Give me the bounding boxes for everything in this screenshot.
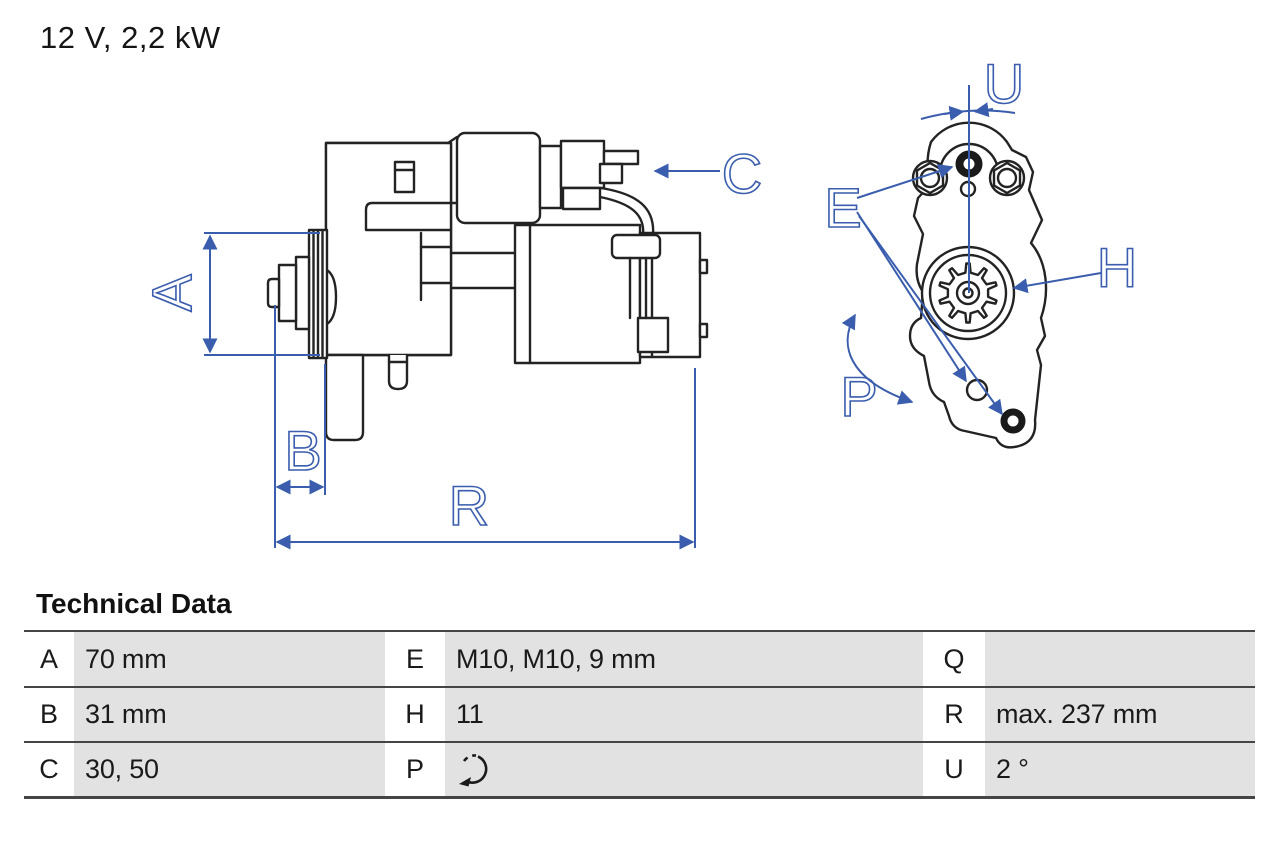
table-key-r: R	[944, 699, 964, 729]
table-value-a: 70 mm	[85, 643, 167, 674]
table-key-u: U	[944, 754, 964, 784]
table-key-e: E	[405, 643, 424, 674]
dim-label-e: E	[824, 176, 861, 239]
dim-label-h: H	[1097, 236, 1137, 299]
table-border-top	[24, 630, 1255, 632]
table-value-r: max. 237 mm	[996, 699, 1158, 729]
cell-bg	[74, 743, 385, 796]
table-key-h: H	[405, 699, 425, 729]
cell-bg	[445, 688, 923, 741]
starter-motor-front-view	[908, 121, 1048, 449]
side-view-dimensions: A B R C	[150, 141, 763, 550]
table-border-bottom	[24, 796, 1255, 799]
dim-label-c: C	[722, 142, 762, 205]
cell-bg	[74, 688, 385, 741]
rotation-direction-icon	[459, 753, 488, 786]
cell-bg	[985, 743, 1255, 796]
dim-label-r: R	[449, 474, 489, 537]
table-border-row2	[24, 741, 1255, 743]
starter-motor-side-view	[266, 131, 709, 442]
table-value-c: 30, 50	[85, 754, 159, 784]
table-value-e: M10, M10, 9 mm	[456, 643, 656, 674]
table-key-b: B	[39, 699, 58, 729]
side-view-drawing: A B R C	[150, 131, 763, 550]
page-title: 12 V, 2,2 kW	[40, 20, 221, 55]
dim-label-b: B	[284, 419, 321, 482]
front-view-dimensions: U E H P	[824, 51, 1139, 429]
table-key-q: Q	[943, 643, 965, 674]
table-value-h: 11	[456, 699, 484, 729]
dim-label-u: U	[984, 52, 1024, 115]
technical-data-heading: Technical Data	[36, 588, 232, 619]
table-key-a: A	[39, 643, 58, 674]
table-key-p: P	[405, 754, 424, 784]
dim-label-p: P	[840, 365, 877, 428]
table-border-row1	[24, 686, 1255, 688]
cell-bg	[445, 743, 923, 796]
table-value-u: 2 °	[996, 754, 1029, 784]
cell-bg	[985, 632, 1255, 686]
table-value-b: 31 mm	[85, 699, 167, 729]
table-key-c: C	[39, 754, 59, 784]
cell-bg	[445, 632, 923, 686]
front-view-drawing: U E H P	[824, 51, 1139, 449]
dim-label-a: A	[150, 274, 203, 312]
cell-bg	[985, 688, 1255, 741]
table-value-p	[456, 743, 492, 796]
cell-bg	[74, 632, 385, 686]
